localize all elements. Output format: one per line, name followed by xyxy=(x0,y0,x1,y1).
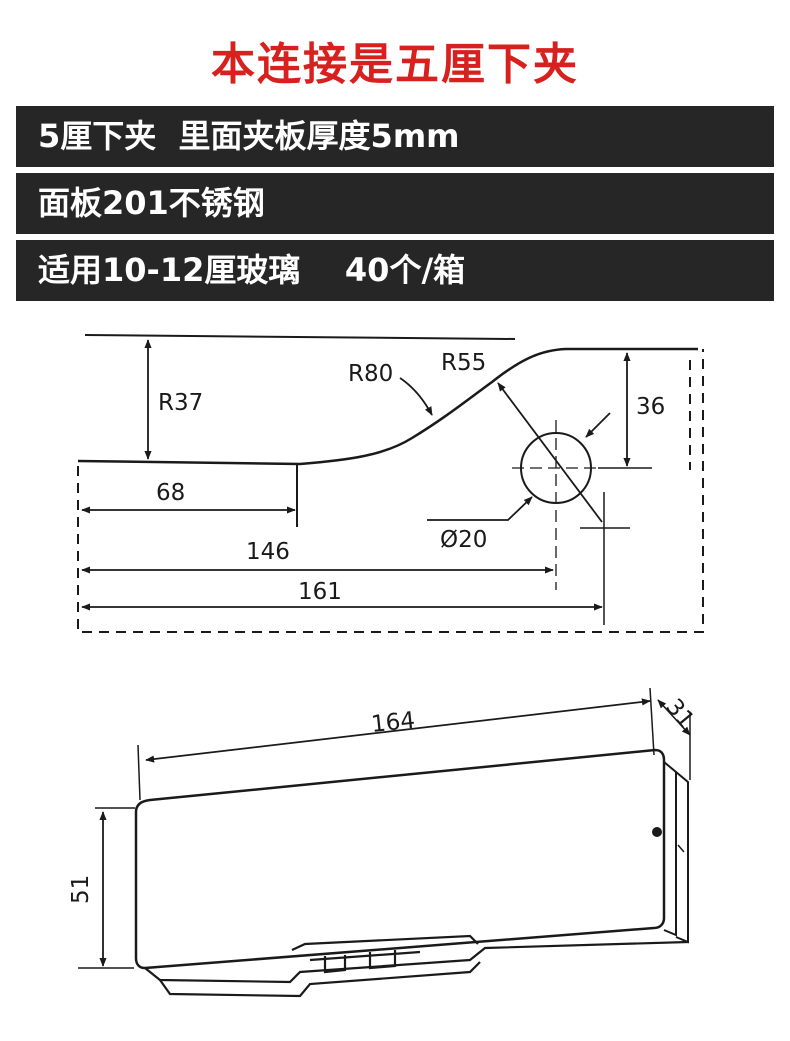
label-51: 51 xyxy=(68,875,94,904)
leader-r80 xyxy=(399,377,433,416)
extension-line-164-right xyxy=(649,687,655,756)
dim-line-164 xyxy=(145,698,651,763)
clamp-mechanism-detail xyxy=(291,934,479,974)
clamp-base-lower xyxy=(159,961,481,998)
front-view-drawing: 164 31 51 xyxy=(68,687,699,998)
leader-hole-diameter xyxy=(427,496,533,521)
spec-bar-glass-range: 适用10-12厘玻璃 40个/箱 xyxy=(16,240,774,301)
dim-line-r55 xyxy=(497,382,603,523)
label-r55: R55 xyxy=(441,350,486,376)
screw-dot xyxy=(652,827,662,837)
clamp-side-layer-2 xyxy=(675,771,689,944)
spec-bar-thickness: 5厘下夹 里面夹板厚度5mm xyxy=(16,106,774,167)
label-146: 146 xyxy=(246,539,290,565)
label-r37: R37 xyxy=(158,390,203,416)
label-r80: R80 xyxy=(348,361,393,387)
top-view-dashed-boundary xyxy=(77,349,704,633)
label-164: 164 xyxy=(370,708,416,738)
clamp-body-outline xyxy=(134,748,666,970)
top-view-profile xyxy=(77,347,698,466)
label-161: 161 xyxy=(298,579,342,605)
extension-line-164-left xyxy=(137,744,141,801)
page-title: 本连接是五厘下夹 xyxy=(211,39,579,90)
dim-line-31 xyxy=(657,699,691,736)
label-36: 36 xyxy=(636,394,665,420)
label-68: 68 xyxy=(156,480,185,506)
label-hole-diameter: Ø20 xyxy=(440,527,487,553)
clamp-side-layer-1 xyxy=(663,761,677,937)
leader-hole-top xyxy=(585,412,611,438)
label-31: 31 xyxy=(660,694,699,733)
top-view-outline xyxy=(84,334,516,340)
side-mark xyxy=(677,844,685,853)
top-view-drawing: R37 R80 R55 36 68 146 161 Ø20 xyxy=(77,334,704,633)
spec-bar-material: 面板201不锈钢 xyxy=(16,173,774,234)
